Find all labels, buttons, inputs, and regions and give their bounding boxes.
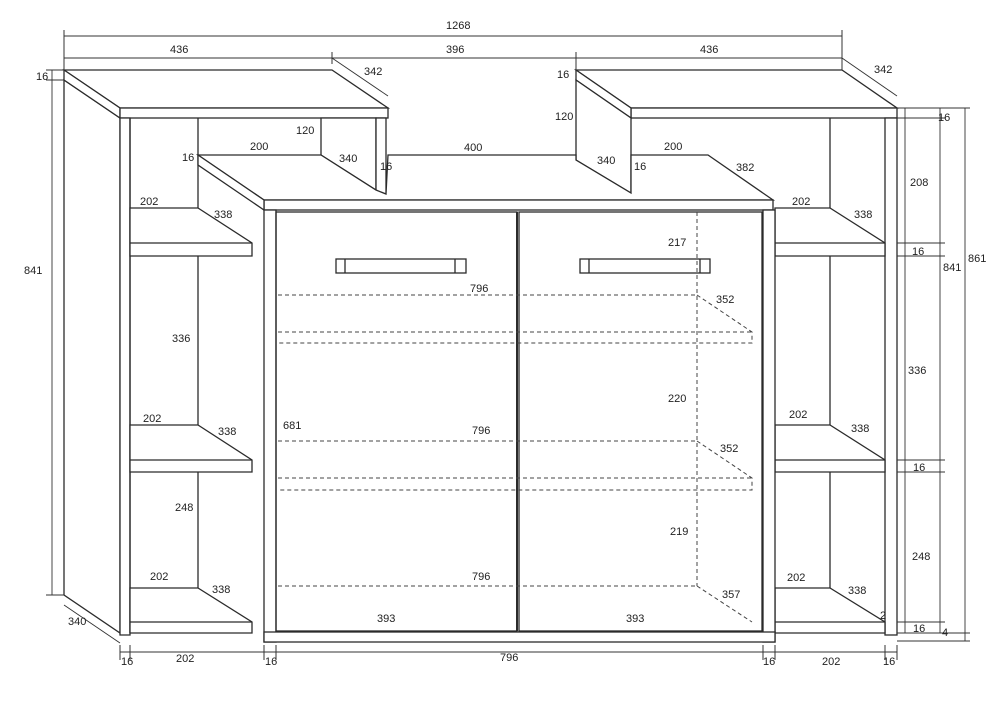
right-shelf-3 [774,587,886,634]
dim-bottom-16a: 16 [121,656,133,668]
dim-left-upright-depth: 340 [339,153,357,165]
dim-overall-width: 1268 [446,20,470,32]
dim-left-shelf1-depth: 338 [214,209,232,221]
dim-top-right-depth: 342 [874,64,892,76]
dim-bottom-16b: 16 [265,656,277,668]
inner-shelf-1 [278,294,753,344]
dim-top-middle-width: 396 [446,44,464,56]
dim-inner-top-gap: 217 [668,237,686,249]
dim-right-shelf2-width: 202 [789,409,807,421]
dim-center-top-right: 200 [664,141,682,153]
dim-left-upright-height: 120 [296,125,314,137]
dim-top-left-width: 436 [170,44,188,56]
dimension-labels: 1268 436 396 436 342 342 16 16 841 340 1… [24,20,986,668]
dim-top-left-thickness: 16 [36,71,48,83]
dim-top-right-thickness: 16 [557,69,569,81]
dim-left-gap1: 336 [172,333,190,345]
dim-inner-mid-gap: 220 [668,393,686,405]
left-door-handle [335,258,467,274]
dim-bottom-16c: 16 [763,656,775,668]
left-inner-panel [119,117,131,636]
center-right-panel [762,209,776,643]
dim-bottom-202b: 202 [822,656,840,668]
dim-right-shelf3-width: 202 [787,572,805,584]
center-left-panel [263,209,277,643]
right-top-board [573,69,900,109]
left-door [275,211,518,632]
dim-center-top-left: 200 [250,141,268,153]
dimension-lines [46,30,970,660]
inner-bottom [278,585,753,623]
dim-right-16b: 16 [913,462,925,474]
dim-right-small-gap: 2 [880,610,886,622]
dim-right-16a: 16 [912,246,924,258]
dim-left-shelf2-width: 202 [143,413,161,425]
dim-left-height: 841 [24,265,42,277]
dim-right-height-861: 861 [968,253,986,265]
dim-inner-shelf1-width: 796 [470,283,488,295]
dim-bottom-796: 796 [500,652,518,664]
right-outer-panel [884,117,898,636]
dim-top-left-depth: 342 [364,66,382,78]
dim-right-upright-thickness: 16 [634,161,646,173]
dim-right-top-thickness: 16 [938,112,950,124]
dim-inner-shelf1-depth: 352 [716,294,734,306]
dim-top-right-width: 436 [700,44,718,56]
dim-right-336: 336 [908,365,926,377]
dim-right-upright-depth: 340 [597,155,615,167]
dim-inner-shelf2-width: 796 [472,425,490,437]
dim-left-shelf3-depth: 338 [212,584,230,596]
left-shelf-3 [129,587,253,634]
dim-inner-height: 681 [283,420,301,432]
center-top-board [195,154,776,201]
dim-right-248: 248 [912,551,930,563]
dim-left-shelf1-width: 202 [140,196,158,208]
left-tower [61,68,391,636]
dim-right-16c: 16 [913,623,925,635]
right-door-handle [579,258,711,274]
left-side-panel [63,78,121,635]
dim-center-top-thickness: 16 [182,152,194,164]
dim-right-208: 208 [910,177,928,189]
dim-left-door-width: 393 [377,613,395,625]
dim-left-depth: 340 [68,616,86,628]
dim-inner-bottom-width: 796 [472,571,490,583]
dim-right-door-width: 393 [626,613,644,625]
dim-right-shelf2-depth: 338 [851,423,869,435]
dim-left-shelf2-depth: 338 [218,426,236,438]
dim-right-shelf3-depth: 338 [848,585,866,597]
cabinet-outline [61,68,900,643]
dim-inner-bottom-depth: 357 [722,589,740,601]
dim-bottom-16d: 16 [883,656,895,668]
left-shelf-1 [129,207,253,257]
dim-center-top-depth: 382 [736,162,754,174]
dim-inner-low-gap: 219 [670,526,688,538]
dim-right-height-841: 841 [943,262,961,274]
center-cabinet [195,153,776,643]
dim-bottom-202a: 202 [176,653,194,665]
dim-right-shelf1-width: 202 [792,196,810,208]
dim-right-upright-height: 120 [555,111,573,123]
dim-left-shelf3-width: 202 [150,571,168,583]
dim-inner-shelf2-depth: 352 [720,443,738,455]
dim-right-shelf1-depth: 338 [854,209,872,221]
right-tower [573,68,900,636]
dim-left-upright-thickness: 16 [380,161,392,173]
dim-right-4: 4 [942,627,948,639]
right-door [518,211,763,632]
center-bottom-plinth [263,631,776,643]
dim-center-top-width: 400 [464,142,482,154]
dim-left-gap2: 248 [175,502,193,514]
inner-shelf-2 [278,440,753,491]
